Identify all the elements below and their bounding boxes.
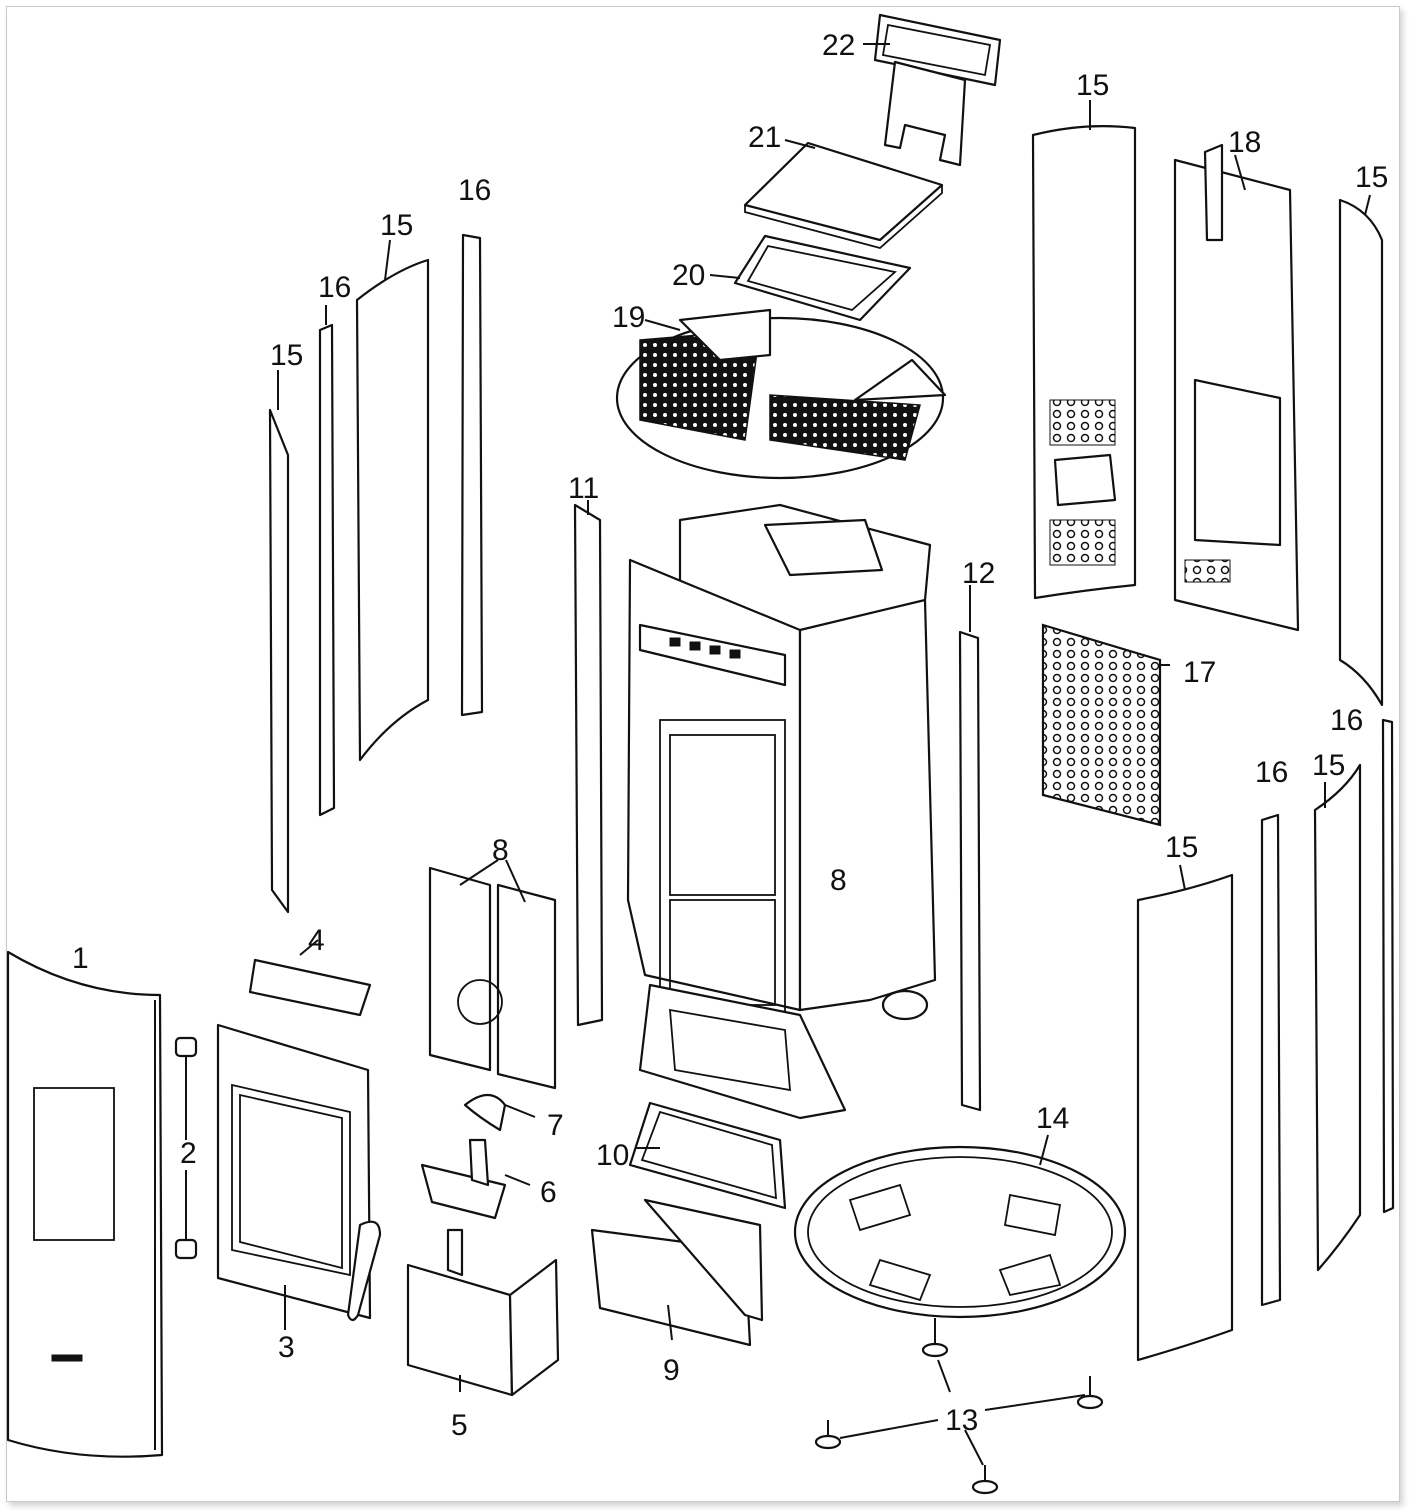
label-part-15-e: 15 bbox=[1312, 749, 1345, 782]
part-3-door-frame bbox=[216, 1023, 382, 1330]
part-15-panel-d bbox=[1338, 194, 1384, 707]
label-part-4: 4 bbox=[308, 924, 325, 957]
label-part-15-a: 15 bbox=[270, 339, 303, 372]
label-part-15-b: 15 bbox=[380, 209, 413, 242]
label-part-8-liner: 8 bbox=[492, 834, 509, 867]
part-16-strip-a bbox=[318, 305, 336, 817]
part-9-rear-panel bbox=[590, 1198, 764, 1347]
label-part-8-body: 8 bbox=[830, 864, 847, 897]
label-part-22: 22 bbox=[822, 29, 855, 62]
part-13-feet bbox=[814, 1318, 1104, 1495]
label-part-1: 1 bbox=[72, 942, 89, 975]
label-part-14: 14 bbox=[1036, 1102, 1069, 1135]
label-part-16-c: 16 bbox=[1255, 756, 1288, 789]
part-18-rear-cover bbox=[1173, 143, 1300, 632]
part-15-panel-e bbox=[1313, 763, 1362, 1272]
part-22-control-box bbox=[863, 13, 1002, 167]
label-part-6: 6 bbox=[540, 1176, 557, 1209]
part-16-strip-c bbox=[1260, 813, 1282, 1307]
label-part-11: 11 bbox=[568, 472, 599, 505]
part-17-grille bbox=[1041, 623, 1170, 827]
part-16-strip-b bbox=[460, 233, 484, 717]
label-part-16-b: 16 bbox=[458, 174, 491, 207]
part-19-top-plate bbox=[615, 308, 947, 480]
part-12-rail bbox=[958, 585, 982, 1112]
label-part-7: 7 bbox=[547, 1109, 564, 1142]
part-15-panel-f bbox=[1136, 864, 1234, 1362]
label-part-17: 17 bbox=[1183, 656, 1216, 689]
part-21-top-cover bbox=[743, 139, 944, 249]
label-part-18: 18 bbox=[1228, 126, 1261, 159]
part-5-ash-box bbox=[406, 1228, 560, 1397]
part-10-gasket bbox=[628, 1101, 787, 1210]
label-part-3: 3 bbox=[278, 1331, 295, 1364]
part-1-front-panel bbox=[6, 950, 164, 1458]
part-7-deflector bbox=[463, 1093, 536, 1132]
label-part-16-d: 16 bbox=[1330, 704, 1363, 737]
label-part-15-c: 15 bbox=[1076, 69, 1109, 102]
label-part-15-d: 15 bbox=[1355, 161, 1388, 194]
label-part-2: 2 bbox=[180, 1137, 197, 1170]
label-part-5: 5 bbox=[451, 1409, 468, 1442]
part-15-panel-a bbox=[268, 370, 290, 914]
label-part-15-f: 15 bbox=[1165, 831, 1198, 864]
part-15-panel-c bbox=[1031, 100, 1137, 600]
part-2-hinges bbox=[174, 1036, 198, 1260]
label-part-13: 13 bbox=[945, 1404, 978, 1437]
part-11-rail bbox=[573, 500, 604, 1027]
part-8-liners bbox=[428, 859, 557, 1090]
label-part-9: 9 bbox=[663, 1354, 680, 1387]
label-part-10: 10 bbox=[596, 1139, 629, 1172]
part-20-gasket bbox=[709, 234, 912, 322]
part-6-burn-pot bbox=[420, 1138, 531, 1220]
label-part-21: 21 bbox=[748, 121, 781, 154]
part-16-strip-d bbox=[1381, 718, 1395, 1214]
stove-body bbox=[626, 503, 937, 1120]
part-4-bracket bbox=[248, 939, 372, 1017]
label-part-19: 19 bbox=[612, 301, 645, 334]
part-15-panel-b bbox=[355, 239, 430, 762]
label-part-12: 12 bbox=[962, 557, 995, 590]
part-labels: 1 2 3 4 5 6 7 8 8 9 10 11 12 13 14 15 15… bbox=[72, 29, 1388, 1442]
label-part-16-a: 16 bbox=[318, 271, 351, 304]
label-part-20: 20 bbox=[672, 259, 705, 292]
part-14-base-plate bbox=[793, 1134, 1127, 1319]
